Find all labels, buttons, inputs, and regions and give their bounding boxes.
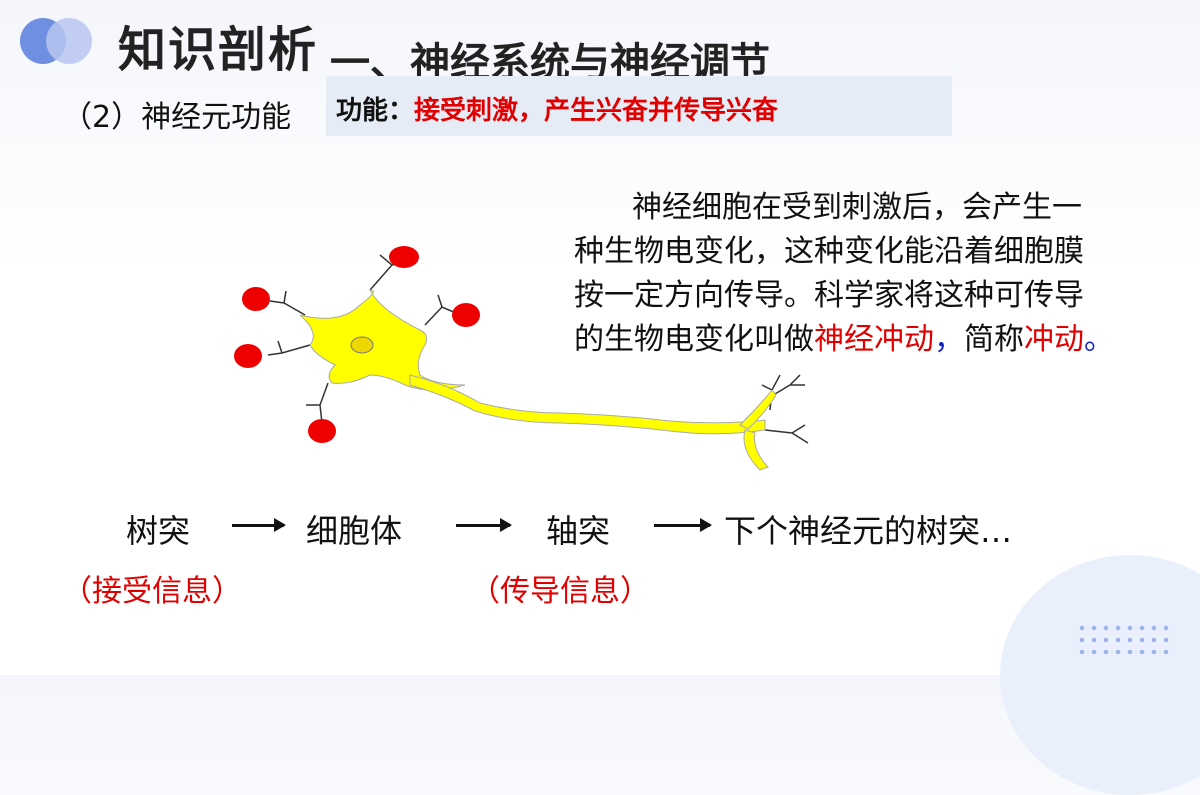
page-title: 知识剖析 xyxy=(118,22,319,78)
paragraph-line-3: 按一定方向传导。科学家将这种可传导 xyxy=(574,278,1084,313)
note-receive-info: （接受信息） xyxy=(62,574,242,609)
receptor-4 xyxy=(234,344,262,368)
flow-step-dendrite: 树突 xyxy=(126,512,191,550)
receptor-3 xyxy=(452,303,480,327)
axon-terminal-upper xyxy=(739,389,777,430)
nucleus xyxy=(350,336,374,354)
paragraph-text-a: 的生物电变化叫做 xyxy=(574,322,814,357)
cell-body xyxy=(299,289,466,391)
logo-circle-right xyxy=(46,18,92,64)
term-nerve-impulse: 神经冲动 xyxy=(814,322,934,357)
paragraph-line-1: 神经细胞在受到刺激后，会产生一 xyxy=(632,190,1082,225)
term-impulse: 冲动 xyxy=(1024,322,1084,357)
paragraph-period: 。 xyxy=(1084,322,1114,357)
corner-decoration xyxy=(1000,555,1200,795)
function-label: 功能： xyxy=(336,96,415,126)
flow-arrow-3 xyxy=(654,518,712,532)
description-paragraph: 神经细胞在受到刺激后，会产生一 种生物电变化，这种变化能沿着细胞膜 按一定方向传… xyxy=(574,186,1164,362)
flow-arrow-2 xyxy=(456,518,512,532)
subheading: （2）神经元功能 xyxy=(62,100,292,135)
flow-step-cell-body: 细胞体 xyxy=(306,512,403,550)
paragraph-line-4: 的生物电变化叫做神经冲动，简称冲动。 xyxy=(574,318,1164,362)
paragraph-text-b: 简称 xyxy=(964,322,1024,357)
function-value: 接受刺激，产生兴奋并传导兴奋 xyxy=(414,96,779,126)
paragraph-comma: ， xyxy=(934,322,964,357)
receptor-2 xyxy=(242,287,270,311)
dot-grid-decoration xyxy=(1076,622,1172,654)
receptor-dots xyxy=(234,246,480,443)
logo-circles xyxy=(20,18,100,64)
axon xyxy=(409,374,766,435)
note-conduct-info: （传导信息） xyxy=(470,574,650,609)
axon-terminal-lower xyxy=(743,429,769,471)
function-box: 功能：接受刺激，产生兴奋并传导兴奋 xyxy=(326,76,952,136)
flow-step-next-dendrite: 下个神经元的树突… xyxy=(724,512,1013,550)
paragraph-line-2: 种生物电变化，这种变化能沿着细胞膜 xyxy=(574,234,1084,269)
receptor-5 xyxy=(308,419,336,443)
receptor-1 xyxy=(389,246,419,268)
flow-step-axon: 轴突 xyxy=(546,512,611,550)
neuron-diagram xyxy=(234,246,809,471)
flow-arrow-1 xyxy=(232,518,286,532)
